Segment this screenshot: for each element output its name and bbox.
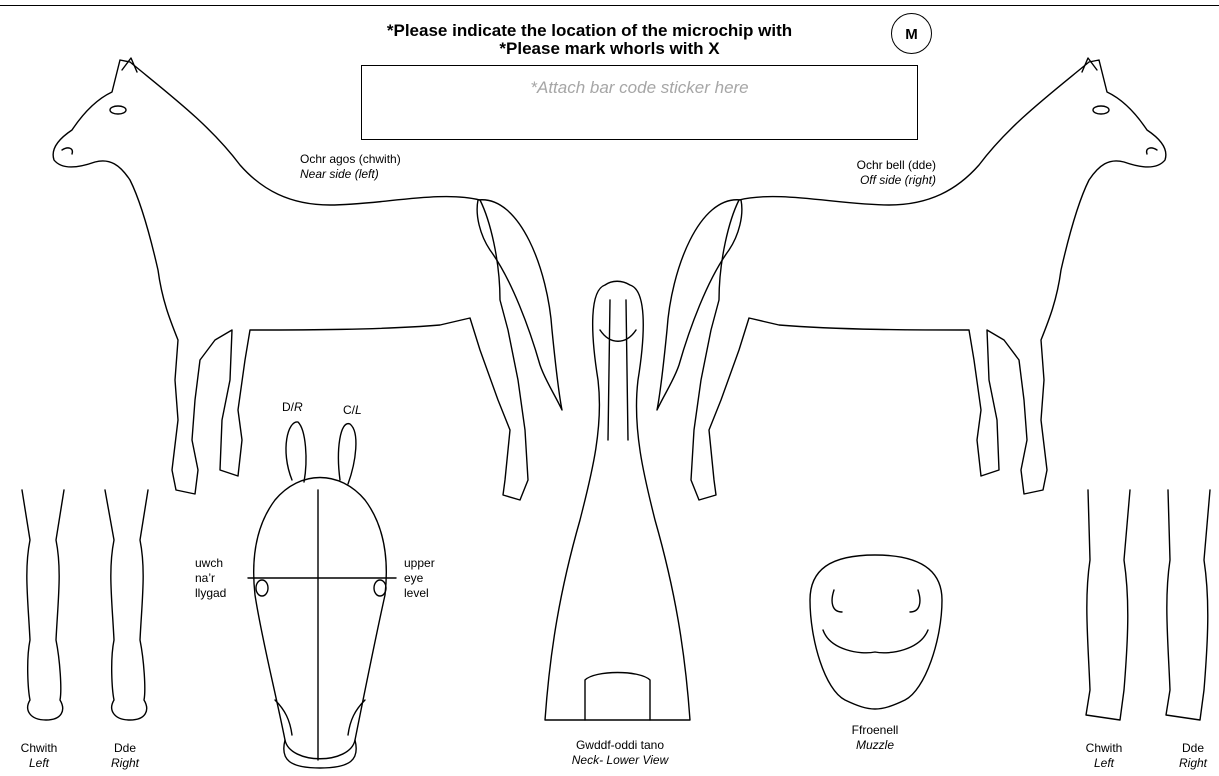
hind-legs-outline: [1086, 490, 1210, 720]
fore-left-label: Chwith Left: [14, 741, 64, 771]
off-side-label: Ochr bell (dde) Off side (right): [840, 158, 936, 188]
fore-right-label: Dde Right: [100, 741, 150, 771]
head-left-mark: C/L: [343, 403, 362, 418]
neck-label: Gwddf-oddi tano Neck- Lower View: [555, 738, 685, 768]
eye-level-english-label: upper eye level: [404, 556, 435, 601]
muzzle-label: Ffroenell Muzzle: [820, 723, 930, 753]
near-side-horse-outline: [53, 58, 562, 500]
head-right-mark: D/R: [282, 400, 303, 415]
neck-lower-outline: [545, 281, 690, 720]
fore-legs-outline: [22, 490, 148, 720]
eye-level-welsh-label: uwch na’r llygad: [195, 556, 226, 601]
off-side-horse-outline: [657, 58, 1166, 500]
muzzle-outline: [810, 555, 942, 709]
near-side-label: Ochr agos (chwith) Near side (left): [300, 152, 401, 182]
hind-right-label: Dde Right: [1168, 741, 1218, 771]
head-front-outline: [248, 422, 396, 768]
hind-left-label: Chwith Left: [1074, 741, 1134, 771]
